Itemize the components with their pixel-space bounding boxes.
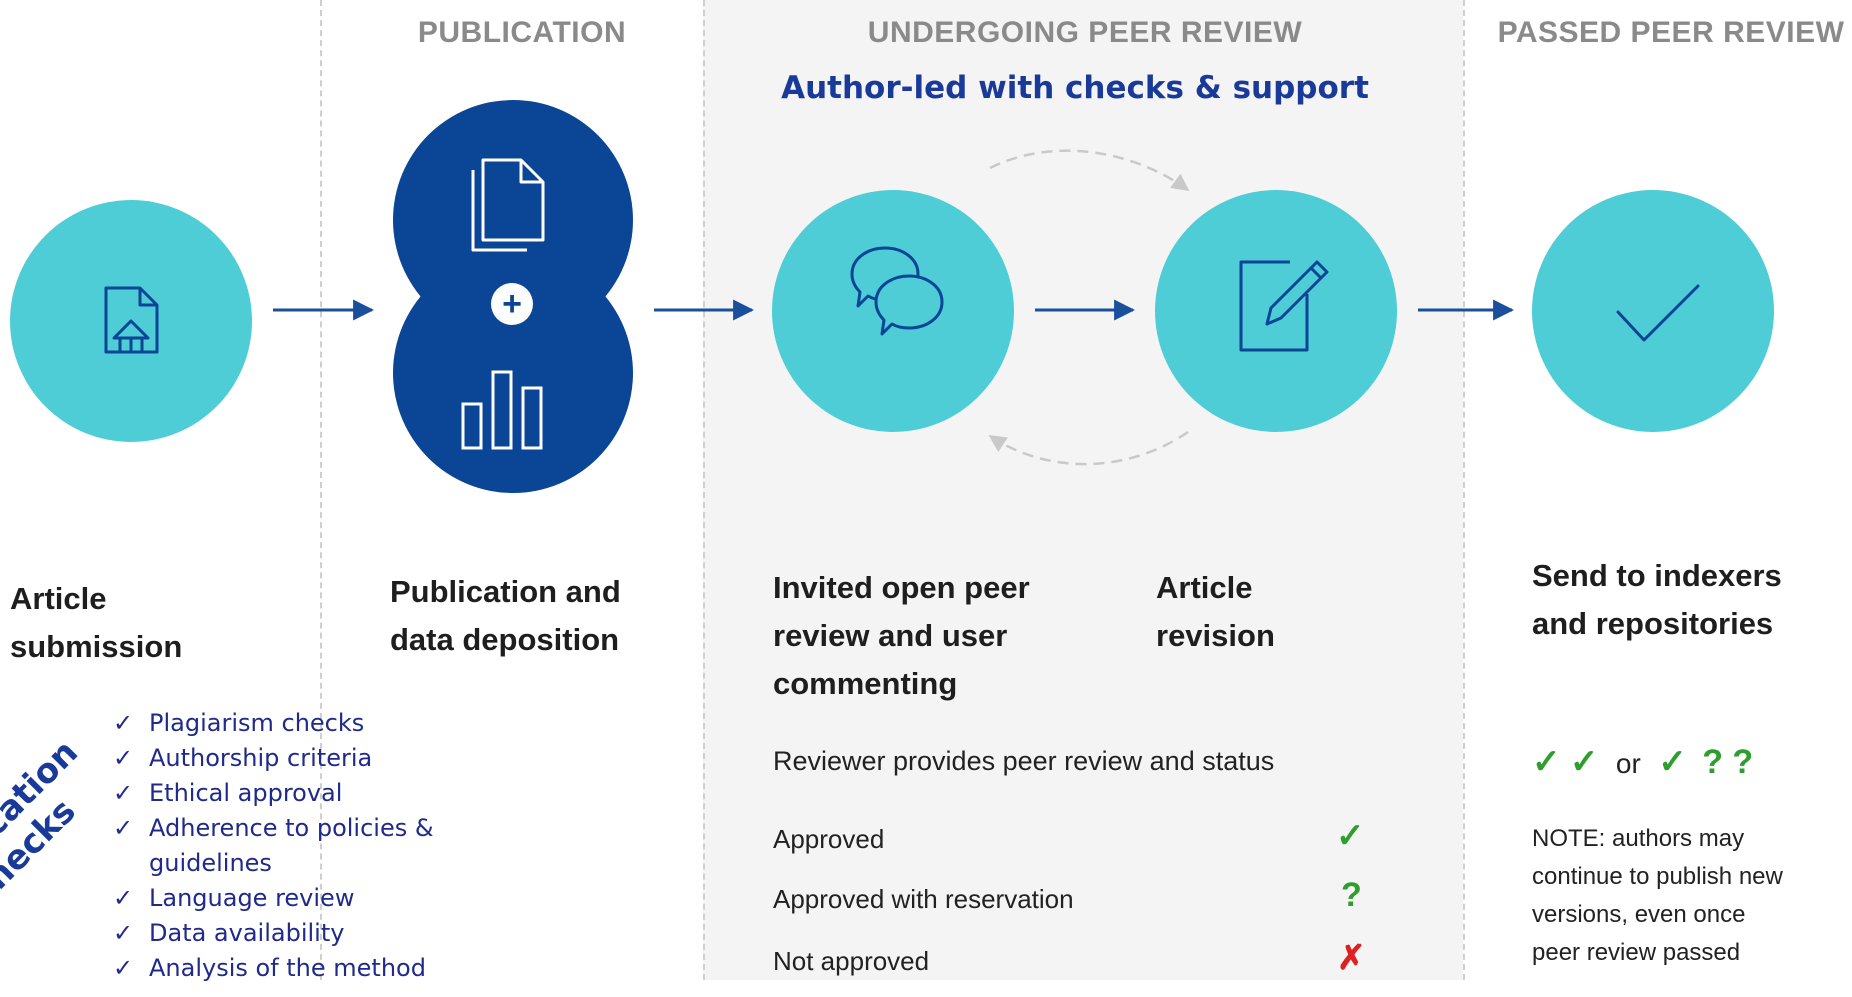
column-divider <box>320 0 322 980</box>
approved-check-icon: ✓ <box>1336 817 1365 855</box>
bar-chart-icon <box>461 370 543 450</box>
question-marks-icon: ? ? <box>1702 743 1754 781</box>
checklist-item: Data availability <box>113 916 434 951</box>
stage-label-line: Invited open peer <box>773 570 1030 605</box>
note-line: NOTE: authors may <box>1532 825 1745 852</box>
prepublication-label: Pre-publication checks <box>0 732 114 996</box>
checklist-item: Ethical approval <box>113 776 434 811</box>
stage-label-publication: Publication and data deposition <box>390 568 621 664</box>
prepublication-checklist: Plagiarism checks Authorship criteria Et… <box>113 706 434 986</box>
stage-label-review: Invited open peer review and user commen… <box>773 564 1030 708</box>
stage-label-line: Article <box>10 581 107 616</box>
single-check-icon: ✓ <box>1658 743 1687 781</box>
status-label-approved: Approved <box>773 824 885 854</box>
plus-icon: + <box>491 283 533 325</box>
note-line: peer review passed <box>1532 939 1741 966</box>
column-header-passed-review: PASSED PEER REVIEW <box>1497 16 1845 49</box>
passed-circle <box>1532 190 1774 432</box>
stage-label-line: commenting <box>773 666 958 701</box>
stage-label-line: data deposition <box>390 622 620 657</box>
status-label-not-approved: Not approved <box>773 946 930 976</box>
edit-document-icon <box>1239 260 1329 352</box>
checklist-item-continuation: guidelines <box>149 849 272 877</box>
column-header-undergoing-review: UNDERGOING PEER REVIEW <box>867 16 1303 49</box>
review-circle <box>772 190 1014 432</box>
checklist-item: Analysis of the method <box>113 951 434 986</box>
checklist-item: Authorship criteria <box>113 741 434 776</box>
review-note: Reviewer provides peer review and status <box>773 746 1275 776</box>
reservation-question-icon: ? <box>1341 876 1362 914</box>
checklist-item: Language review <box>113 881 434 916</box>
submission-circle <box>10 200 252 442</box>
stage-label-indexers: Send to indexers and repositories <box>1532 552 1782 648</box>
speech-bubbles-icon <box>850 246 944 336</box>
revision-circle <box>1155 190 1397 432</box>
checkmark-icon <box>1616 284 1700 342</box>
checklist-item: Adherence to policies & <box>113 811 434 846</box>
upload-document-icon <box>104 286 159 354</box>
passed-status-marks: ✓ ✓ or ✓ ? ? <box>1532 742 1753 782</box>
stage-label-submission: Article submission <box>10 575 182 671</box>
stage-label-line: and repositories <box>1532 606 1774 641</box>
note-text: NOTE: authors may continue to publish ne… <box>1532 820 1783 972</box>
or-text: or <box>1615 748 1641 779</box>
subtitle: Author-led with checks & support <box>781 70 1369 106</box>
status-label-reservation: Approved with reservation <box>773 884 1074 914</box>
stage-label-line: Send to indexers <box>1532 558 1782 593</box>
documents-icon <box>471 158 545 252</box>
stage-label-line: Article <box>1156 570 1253 605</box>
not-approved-cross-icon: ✗ <box>1337 939 1366 977</box>
double-check-icon: ✓ ✓ <box>1532 743 1599 781</box>
column-divider <box>1463 0 1465 980</box>
note-line: versions, even once <box>1532 901 1746 928</box>
note-line: continue to publish new <box>1532 863 1783 890</box>
stage-label-revision: Article revision <box>1156 564 1275 660</box>
stage-label-line: review and user <box>773 618 1008 653</box>
stage-label-line: submission <box>10 629 183 664</box>
checklist-item: Plagiarism checks <box>113 706 434 741</box>
column-header-publication: PUBLICATION <box>417 16 627 49</box>
stage-label-line: Publication and <box>390 574 621 609</box>
stage-label-line: revision <box>1156 618 1275 653</box>
column-divider <box>703 0 705 980</box>
